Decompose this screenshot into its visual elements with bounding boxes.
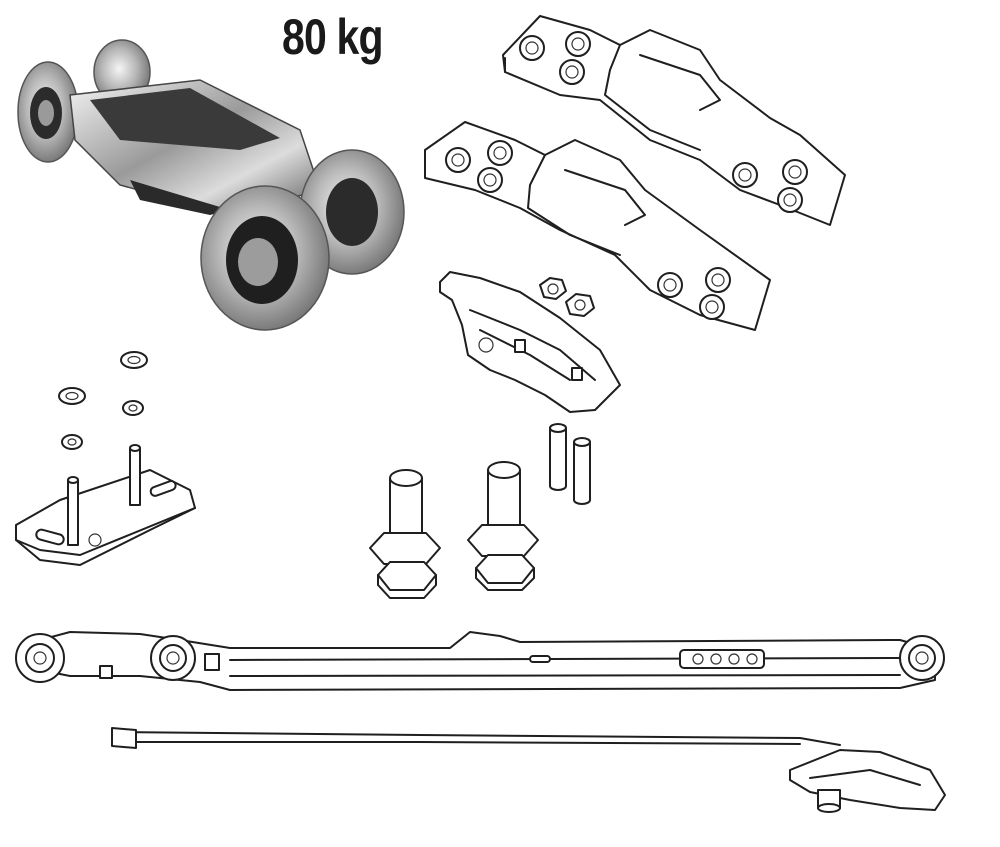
stopper-catch-icon <box>439 271 621 413</box>
guide-bracket-icon <box>15 444 196 566</box>
trolley-carriage-icon <box>17 39 405 331</box>
mounting-plate-lower-icon <box>424 121 771 331</box>
track-arm-rail-icon <box>15 631 945 691</box>
bolt-with-nuts-icon <box>369 461 539 599</box>
washer-set-icon <box>58 351 148 450</box>
dowel-pins-icon <box>549 423 591 505</box>
weight-capacity-label: 80 kg <box>282 9 384 65</box>
connecting-rod-icon <box>111 727 946 813</box>
mounting-plate-upper-icon <box>502 15 846 226</box>
hex-nut-pair-icon <box>539 277 595 317</box>
